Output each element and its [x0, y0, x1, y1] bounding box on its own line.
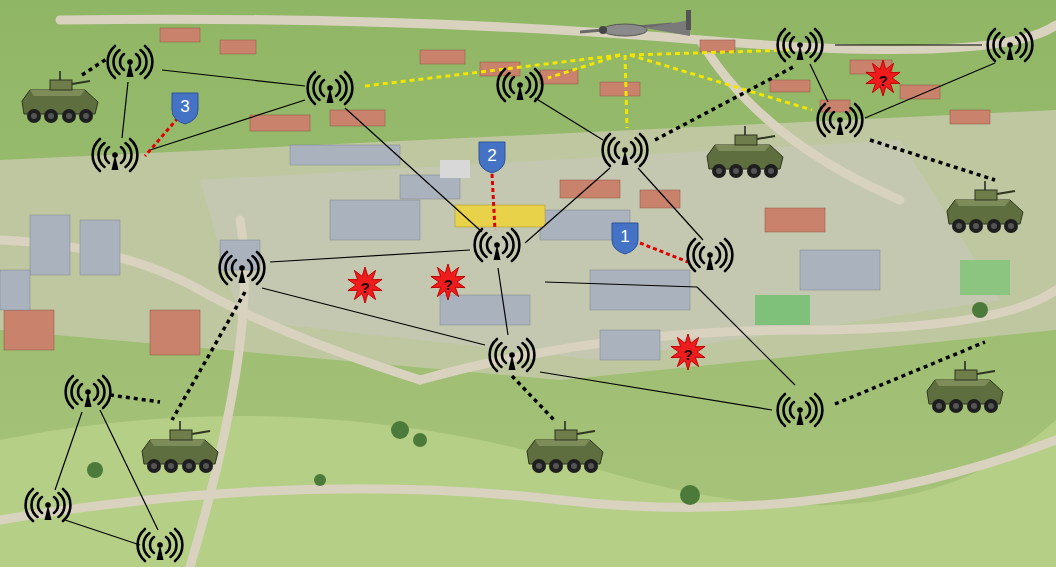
- callout-number: 3: [180, 98, 189, 115]
- callout-number: 1: [620, 228, 629, 245]
- antenna-icons: [26, 29, 1033, 561]
- drone-icon: [580, 10, 691, 36]
- callout-number: 2: [487, 147, 496, 164]
- unknown-threat-mark: ?: [878, 73, 887, 88]
- unknown-threat-mark: ?: [683, 347, 692, 362]
- unknown-threat-mark: ?: [360, 280, 369, 295]
- vehicle-icons: [22, 71, 1023, 473]
- unknown-threat-mark: ?: [443, 277, 452, 292]
